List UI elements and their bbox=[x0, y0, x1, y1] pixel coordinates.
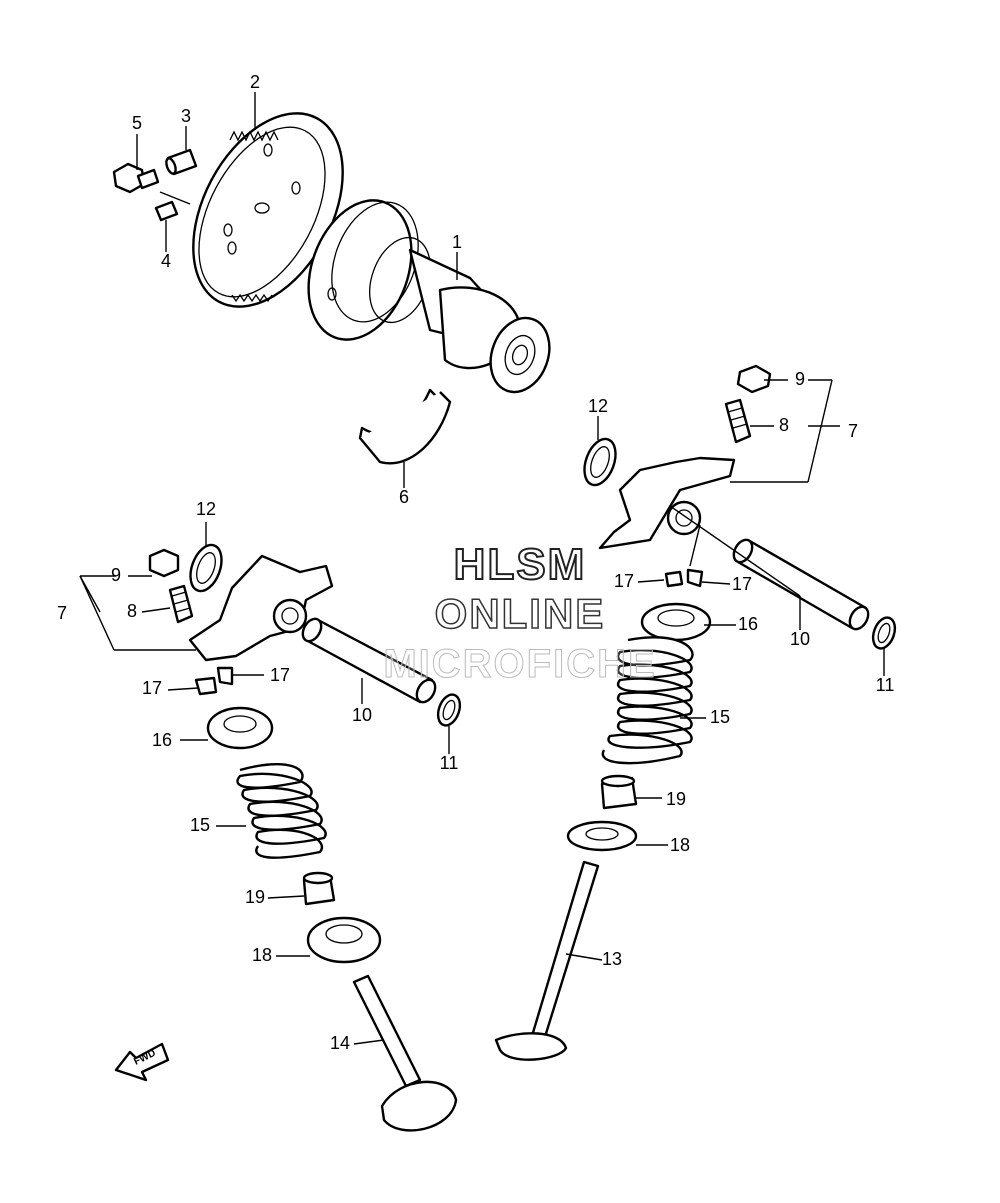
washer-right bbox=[871, 616, 897, 650]
valve-spring-right bbox=[601, 636, 694, 765]
callout-2: 2 bbox=[250, 72, 260, 92]
o-ring-right bbox=[583, 437, 617, 487]
callout-12-right: 12 bbox=[588, 396, 608, 416]
cotter-left bbox=[194, 666, 234, 696]
callout-8-left: 8 bbox=[127, 601, 137, 621]
callout-16-left: 16 bbox=[152, 730, 172, 750]
callout-15-left: 15 bbox=[190, 815, 210, 835]
callout-13: 13 bbox=[602, 949, 622, 969]
callout-labels: 1 2 3 4 5 6 7 8 9 10 11 12 13 14 15 16 1… bbox=[57, 72, 894, 1053]
callout-4: 4 bbox=[161, 251, 171, 271]
callout-7-right: 7 bbox=[848, 421, 858, 441]
callout-11-left: 11 bbox=[440, 753, 459, 773]
callout-14: 14 bbox=[330, 1033, 350, 1053]
camshaft bbox=[307, 199, 551, 394]
valve-stem-seal-right bbox=[600, 774, 638, 810]
valve-stem-seal-left bbox=[302, 871, 336, 906]
rocker-arm-left bbox=[188, 554, 334, 662]
callout-17-right-a: 17 bbox=[614, 571, 634, 591]
callout-6-top: 6 bbox=[399, 487, 409, 507]
callout-10-right: 10 bbox=[790, 629, 810, 649]
callout-19-right: 19 bbox=[666, 789, 686, 809]
callout-17-left-b: 17 bbox=[270, 665, 290, 685]
rocker-arm-right bbox=[598, 456, 736, 550]
callout-7-left: 7 bbox=[57, 603, 67, 623]
watermark-line-2: ONLINE bbox=[434, 589, 606, 638]
callout-12-left: 12 bbox=[196, 499, 216, 519]
adjust-screw-left bbox=[168, 584, 194, 624]
leader-lines bbox=[128, 92, 885, 1045]
callout-5: 5 bbox=[132, 113, 142, 133]
callout-17-left-a: 17 bbox=[142, 678, 162, 698]
intake-valve bbox=[352, 974, 458, 1132]
watermark-line-3: MICROFICHE bbox=[383, 642, 657, 687]
callout-1: 1 bbox=[452, 232, 462, 252]
callout-3: 3 bbox=[181, 106, 191, 126]
watermark-line-1: HLSM bbox=[453, 539, 587, 590]
callout-17-right-b: 17 bbox=[732, 574, 752, 594]
valve-spring-left bbox=[236, 762, 327, 859]
o-ring-left bbox=[189, 543, 223, 593]
spring-seat-left bbox=[306, 916, 382, 964]
callout-15-right: 15 bbox=[710, 707, 730, 727]
exhaust-valve bbox=[494, 860, 600, 1061]
callout-8-right: 8 bbox=[779, 415, 789, 435]
callout-18-right: 18 bbox=[670, 835, 690, 855]
callout-16-right: 16 bbox=[738, 614, 758, 634]
adjust-nut-left bbox=[148, 548, 180, 578]
callout-9-right: 9 bbox=[795, 369, 805, 389]
washer-left bbox=[436, 693, 462, 727]
callout-19-left: 19 bbox=[245, 887, 265, 907]
cotter-right bbox=[664, 568, 704, 588]
rocker-shaft-left bbox=[301, 617, 437, 704]
adjust-screw-right bbox=[724, 398, 752, 444]
spring-seat-right bbox=[566, 820, 638, 852]
callout-11-right: 11 bbox=[876, 675, 895, 695]
fwd-arrow-icon: FWD bbox=[114, 1042, 170, 1082]
cam-stopper-ring bbox=[358, 388, 452, 465]
callout-9-left: 9 bbox=[111, 565, 121, 585]
sprocket-bolt bbox=[112, 162, 160, 194]
dowel-pin bbox=[165, 148, 198, 176]
adjust-nut-right bbox=[736, 364, 772, 394]
callout-10-left: 10 bbox=[352, 705, 372, 725]
spring-retainer-right bbox=[640, 602, 712, 642]
spring-retainer-left bbox=[206, 706, 274, 750]
knock-pin bbox=[154, 200, 179, 222]
callout-18-left: 18 bbox=[252, 945, 272, 965]
